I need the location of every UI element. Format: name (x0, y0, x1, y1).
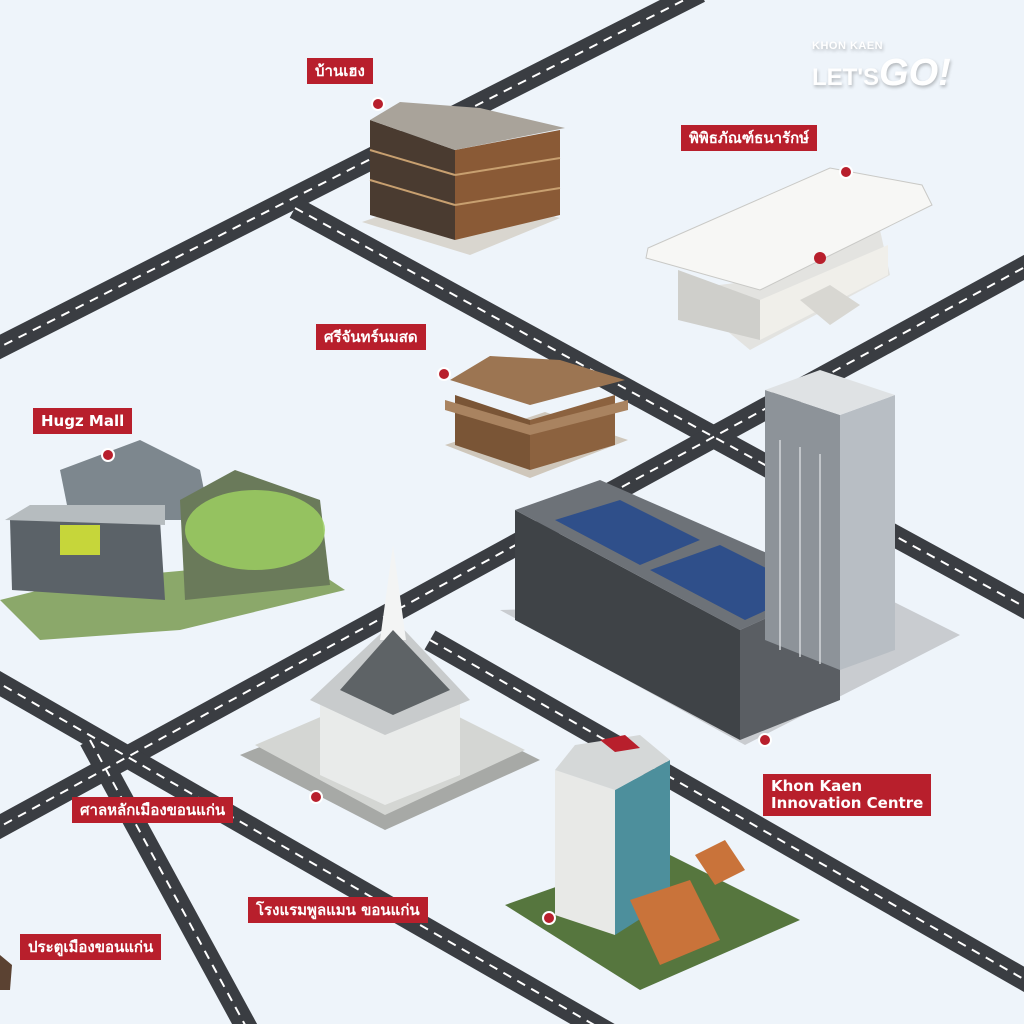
label-city-gate[interactable]: ประตูเมืองขอนแก่น (20, 934, 162, 960)
map-pin-icon[interactable] (758, 733, 772, 747)
building-pullman-hotel[interactable] (505, 735, 800, 990)
road (0, 0, 705, 360)
map-pin-icon[interactable] (542, 911, 556, 925)
map-pin-icon[interactable] (101, 448, 115, 462)
label-line: Khon Kaen (771, 777, 863, 795)
label-pullman-hotel[interactable]: โรงแรมพูลแมน ขอนแก่น (248, 897, 428, 923)
khon-kaen-lets-go-logo: KHON KAEN LET'SGO! (812, 40, 951, 95)
building-city-pillar-shrine[interactable] (240, 545, 540, 830)
building-srichan-nomsod[interactable] (445, 356, 628, 478)
map-pin-icon[interactable] (839, 165, 853, 179)
label-innovation-centre[interactable]: Khon Kaen Innovation Centre (763, 774, 932, 816)
label-treasury-museum[interactable]: พิพิธภัณฑ์ธนารักษ์ (681, 125, 818, 151)
label-hugz-mall[interactable]: Hugz Mall (33, 408, 133, 434)
map-pin-icon[interactable] (437, 367, 451, 381)
map-pin-icon[interactable] (309, 790, 323, 804)
label-baan-heng[interactable]: บ้านเฮง (307, 58, 373, 84)
logo-go-text: GO! (879, 52, 951, 94)
building-city-gate[interactable] (0, 955, 12, 990)
label-srichan-nomsod[interactable]: ศรีจันทร์นมสด (316, 324, 426, 350)
label-line: Innovation Centre (771, 794, 924, 812)
logo-small-text: KHON KAEN (812, 40, 884, 52)
building-hugz-mall[interactable] (0, 440, 345, 640)
building-baan-heng[interactable] (362, 102, 565, 255)
logo-lets-text: LET'S (812, 64, 880, 91)
map-pin-icon[interactable] (371, 97, 385, 111)
label-city-pillar-shrine[interactable]: ศาลหลักเมืองขอนแก่น (72, 797, 234, 823)
building-treasury-museum[interactable] (645, 167, 933, 350)
building-innovation-centre[interactable] (500, 370, 960, 745)
